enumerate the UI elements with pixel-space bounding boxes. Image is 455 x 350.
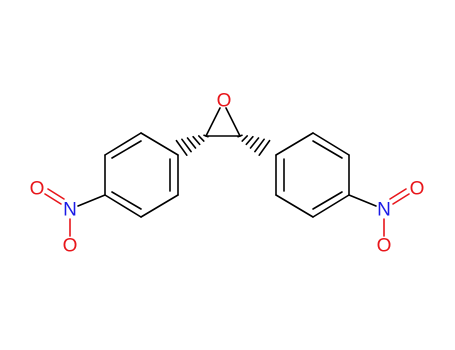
left-nitro-oxygen-b-label: O: [63, 236, 78, 257]
epoxide-oxygen-label: O: [217, 91, 232, 112]
left-benzene-ring: [104, 132, 179, 218]
epoxide-co-bond-right: [225, 107, 241, 137]
right-nitro-oxygen-a-label: O: [410, 179, 425, 200]
epoxide-co-bond-left: [205, 107, 221, 137]
hashed-wedge-left: [175, 134, 209, 156]
right-ring-n-bond: [348, 194, 377, 207]
right-nitro-nitrogen-label: N: [377, 200, 391, 221]
left-nitro-bonds: [44, 188, 71, 237]
right-benzene-ring: [275, 132, 350, 218]
hashed-wedge-right: [237, 134, 271, 156]
right-nitro-bonds: [383, 188, 410, 237]
left-ring-n-bond: [77, 194, 106, 207]
left-nitro-oxygen-a-label: O: [30, 179, 45, 200]
left-nitro-nitrogen-label: N: [63, 200, 77, 221]
right-nitro-oxygen-b-label: O: [377, 236, 392, 257]
epoxide-ring: [205, 107, 241, 137]
